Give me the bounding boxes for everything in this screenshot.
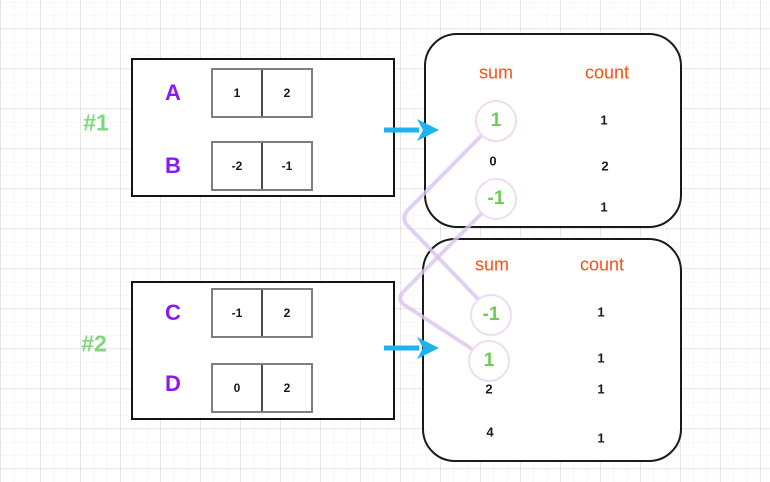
group1-count-header: count xyxy=(584,62,630,83)
array-b-cells: -2 -1 xyxy=(211,141,313,191)
group1-count-row1: 1 xyxy=(600,112,608,128)
array-d-cell-0: 0 xyxy=(233,381,241,395)
group2-sum-row3: 2 xyxy=(485,381,493,397)
group2-sum-header: sum xyxy=(474,254,510,275)
array-c-label: C xyxy=(165,300,181,325)
array-a-cell-1: 2 xyxy=(261,70,311,116)
array-d-label: D xyxy=(165,371,181,396)
group2-count-row1: 1 xyxy=(597,304,605,320)
group2-count-row4: 1 xyxy=(597,430,605,446)
array-a-label: A xyxy=(165,80,181,105)
array-b-cell-1: -1 xyxy=(261,143,311,189)
group1-sum--1-highlighted: -1 xyxy=(475,178,517,220)
group1-count-row2: 2 xyxy=(601,158,609,174)
array-c-cells: -1 2 xyxy=(211,288,313,338)
array-c-cell-1: 2 xyxy=(261,290,311,336)
array-d-cell-1: 2 xyxy=(261,365,311,411)
group1-sum-row2: 0 xyxy=(489,153,497,169)
arrow-right-icon xyxy=(384,119,439,141)
array-c-cell-0: -1 xyxy=(231,306,243,320)
arrow-right-icon xyxy=(384,337,439,359)
array-b-label: B xyxy=(165,153,181,178)
group1-label: #1 xyxy=(83,109,109,136)
group2-sum-1-highlighted: 1 xyxy=(468,340,510,382)
group2-count-row2: 1 xyxy=(597,350,605,366)
array-a-cells: 1 2 xyxy=(211,68,313,118)
group2-sum--1-highlighted: -1 xyxy=(470,294,512,336)
group2-count-row3: 1 xyxy=(597,381,605,397)
array-d-cells: 0 2 xyxy=(211,363,313,413)
group2-label: #2 xyxy=(81,330,107,357)
group2-count-header: count xyxy=(579,254,625,275)
array-a-cell-0: 1 xyxy=(233,86,241,100)
group1-sum-1-highlighted: 1 xyxy=(475,100,517,142)
group1-sum-header: sum xyxy=(478,62,514,83)
group1-count-row3: 1 xyxy=(600,199,608,215)
group1-result-box xyxy=(424,33,682,228)
group2-sum-row4: 4 xyxy=(486,424,494,440)
group2-result-box xyxy=(422,238,682,462)
array-b-cell-0: -2 xyxy=(231,159,243,173)
